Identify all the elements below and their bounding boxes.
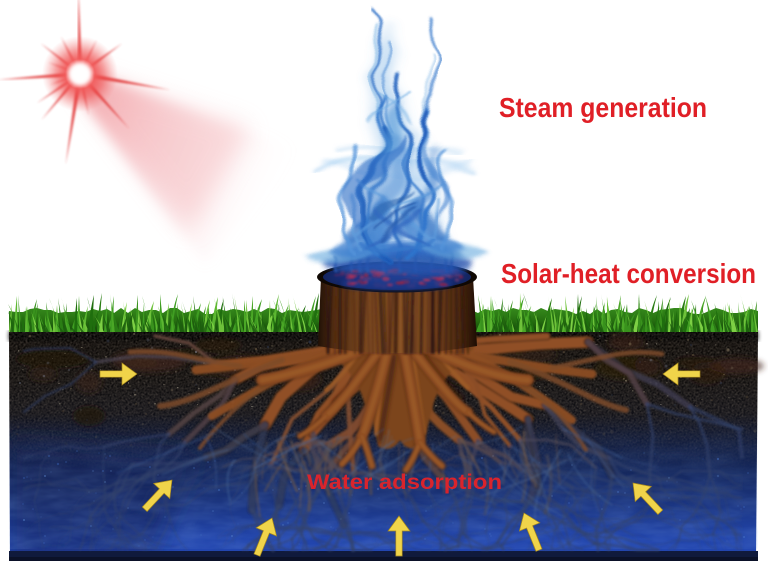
svg-text:Solar-heat conversion: Solar-heat conversion	[501, 258, 756, 289]
svg-text:Steam generation: Steam generation	[499, 92, 707, 123]
svg-text:Water adsorption: Water adsorption	[307, 471, 502, 494]
